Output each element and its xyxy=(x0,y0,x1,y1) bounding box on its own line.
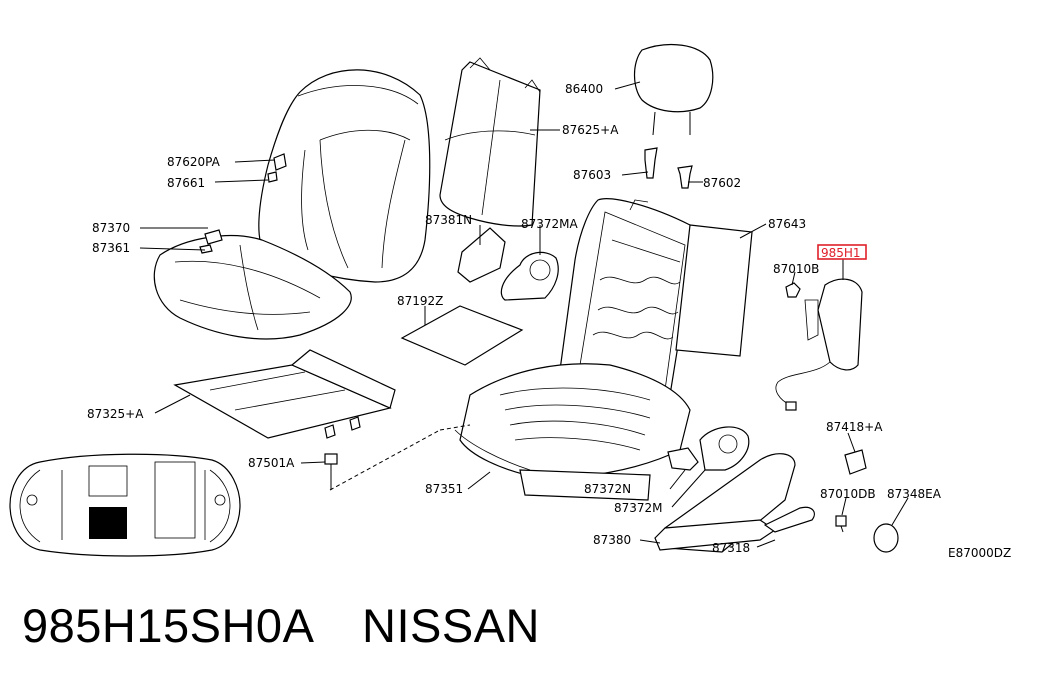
pad-87381n xyxy=(457,227,506,283)
callout-87372m: 87372M xyxy=(614,501,663,515)
callout-87603: 87603 xyxy=(573,168,611,182)
seat-back-pad xyxy=(439,57,541,227)
callout-87501a: 87501A xyxy=(248,456,295,470)
leader-lines xyxy=(139,81,909,548)
highlighted-part-box xyxy=(817,244,867,260)
callout-87643: 87643 xyxy=(768,217,806,231)
cushion-pad-87325a xyxy=(173,349,396,439)
back-board-87643 xyxy=(675,224,753,357)
callout-87625a: 87625+A xyxy=(562,123,619,137)
callout-87325a: 87325+A xyxy=(87,407,144,421)
clip-87361 xyxy=(199,244,213,254)
seat-back-cushion xyxy=(258,69,431,283)
finisher-87372n xyxy=(667,447,699,471)
callout-87372n: 87372N xyxy=(584,482,631,496)
callout-87318: 87318 xyxy=(712,541,750,555)
finisher-87372m xyxy=(699,426,750,471)
callout-87372ma: 87372MA xyxy=(521,217,579,231)
callout-87661: 87661 xyxy=(167,176,205,190)
callout-87010b: 87010B xyxy=(773,262,819,276)
callout-87370: 87370 xyxy=(92,221,130,235)
pad-87192z xyxy=(400,305,524,366)
callout-87380: 87380 xyxy=(593,533,631,547)
callout-87602: 87602 xyxy=(703,176,741,190)
lever-87318 xyxy=(763,506,815,533)
callout-87620pa: 87620PA xyxy=(167,155,221,169)
callout-985h1: 985H1 xyxy=(821,246,861,260)
brand-name-text: NISSAN xyxy=(362,599,540,652)
callout-87192z: 87192Z xyxy=(397,294,443,308)
headrest xyxy=(633,43,714,136)
seat-base-frame xyxy=(454,363,691,501)
callout-labels: 86400 87625+A 87620PA 87661 87603 87602 … xyxy=(87,82,1011,560)
seat-location-marker xyxy=(89,507,127,539)
clip-87370 xyxy=(204,229,223,245)
callout-87381n: 87381N xyxy=(425,213,472,227)
callout-86400: 86400 xyxy=(565,82,603,96)
headrest-guide-87603 xyxy=(644,147,658,179)
cap-87348ea xyxy=(873,523,899,553)
callout-87418a: 87418+A xyxy=(826,420,883,434)
diagram-code: E87000DZ xyxy=(948,546,1011,560)
finisher-87372ma xyxy=(500,251,559,301)
part-number-text: 985H15SH0A xyxy=(22,599,315,652)
bolt-87010db xyxy=(835,515,847,533)
callout-87010db: 87010DB xyxy=(820,487,876,501)
side-airbag-module xyxy=(775,278,863,411)
clip-87620pa xyxy=(273,153,287,171)
vehicle-locator xyxy=(9,453,241,557)
seat-cushion xyxy=(153,235,352,340)
headrest-guide-87602 xyxy=(677,165,693,189)
callout-87351: 87351 xyxy=(425,482,463,496)
callout-87361: 87361 xyxy=(92,241,130,255)
cover-87418a xyxy=(844,449,867,475)
bolt-87501a xyxy=(324,453,338,490)
nut-87010b xyxy=(785,282,801,298)
clip-87661 xyxy=(267,171,278,183)
callout-87348ea: 87348EA xyxy=(887,487,942,501)
